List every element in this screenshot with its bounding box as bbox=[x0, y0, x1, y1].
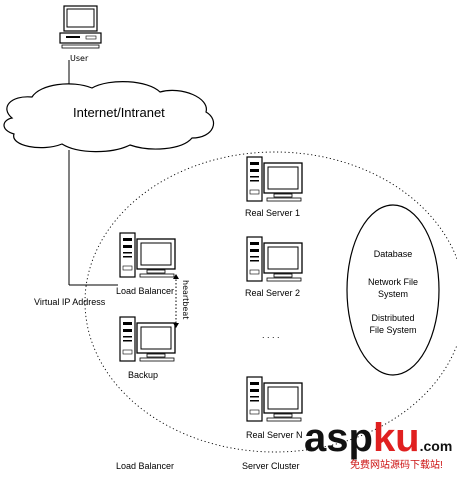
real-server-2-icon bbox=[246, 236, 303, 282]
heartbeat-arrow-up-icon bbox=[173, 274, 179, 279]
user-computer-icon bbox=[59, 5, 102, 49]
real-server-1-icon bbox=[246, 156, 303, 202]
load-balancer-server-icon bbox=[119, 232, 176, 278]
load-balancer-label: Load Balancer bbox=[116, 286, 175, 296]
real-server-n-icon bbox=[246, 376, 303, 422]
virtual-ip-label: Virtual IP Address bbox=[34, 297, 106, 307]
nfs-label-line2: System bbox=[377, 289, 408, 299]
watermark-ku: ku bbox=[372, 416, 420, 460]
user-label: User bbox=[70, 54, 89, 63]
real-server-n-label: Real Server N bbox=[246, 430, 303, 440]
real-server-1-label: Real Server 1 bbox=[245, 208, 301, 218]
caption-server-cluster: Server Cluster bbox=[242, 461, 300, 471]
heartbeat-arrow-down-icon bbox=[173, 323, 179, 328]
nfs-label-line1: Network File bbox=[367, 277, 418, 287]
ellipsis-label: . . . . bbox=[262, 330, 280, 340]
real-server-2-label: Real Server 2 bbox=[245, 288, 301, 298]
watermark-asp: asp bbox=[304, 416, 373, 460]
database-label: Database bbox=[373, 249, 413, 259]
backup-server-icon bbox=[119, 316, 176, 362]
caption-load-balancer: Load Balancer bbox=[116, 461, 175, 471]
heartbeat-label: heartbeat bbox=[181, 280, 190, 320]
internet-cloud-icon bbox=[3, 81, 215, 153]
watermark-logo: aspku.com bbox=[304, 418, 452, 458]
storage-ellipse bbox=[346, 204, 440, 376]
internet-label: Internet/Intranet bbox=[73, 105, 165, 120]
dfs-label-line1: Distributed bbox=[371, 313, 415, 323]
watermark-com: .com bbox=[419, 438, 453, 454]
watermark-tagline: 免费网站源码下载站! bbox=[350, 460, 443, 471]
dfs-label-line2: File System bbox=[369, 325, 417, 335]
backup-label: Backup bbox=[128, 370, 159, 380]
